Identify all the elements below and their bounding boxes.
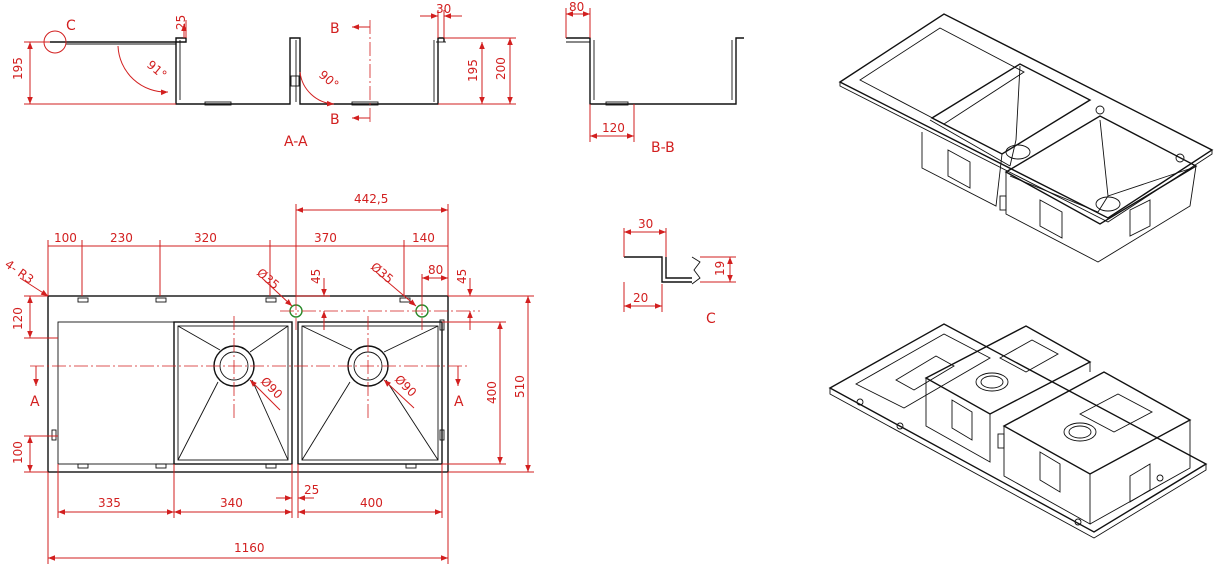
dim-45-left: 45: [309, 269, 323, 284]
dim-80: 80: [428, 263, 443, 277]
hole-label-left: Ø35: [254, 266, 282, 293]
drainboard-angle: 91°: [144, 58, 169, 82]
dim-100: 100: [54, 231, 77, 245]
drain-label-left: Ø90: [258, 374, 285, 401]
isometric-view-top: [838, 13, 1214, 263]
cut-marker-a-left: A: [30, 394, 40, 410]
cut-marker-a-right: A: [454, 394, 464, 410]
c-dim-bottom: 20: [633, 291, 648, 305]
isometric-view-bottom: [828, 323, 1208, 539]
dim-flange: 25: [174, 15, 188, 30]
dim-drain-offset: 30: [436, 2, 451, 16]
corner-radius: 4- R3: [2, 257, 36, 287]
dim-right-outer: 510: [513, 375, 527, 398]
hole-label-right: Ø35: [368, 260, 396, 287]
dim-25: 25: [304, 483, 319, 497]
section-bb-profile: [566, 37, 744, 105]
section-bb-title: B-B: [651, 140, 675, 156]
cut-marker-b-bottom: B: [330, 112, 340, 128]
bb-dim-top: 80: [569, 0, 584, 14]
bb-dim-bottom: 120: [602, 121, 625, 135]
dim-right-inner: 400: [485, 381, 499, 404]
detail-c-title: C: [706, 311, 716, 327]
bowl-left: [173, 321, 293, 465]
dim-overall: 200: [494, 57, 508, 80]
sink-outline: [47, 295, 449, 473]
wall-angle: 90°: [316, 68, 341, 92]
bowl-right: [297, 321, 443, 465]
dim-370: 370: [314, 231, 337, 245]
detail-c: 30 19 20 C: [623, 217, 736, 327]
bottom-dimensions: [47, 464, 449, 564]
dim-1160: 1160: [234, 541, 265, 555]
dim-400: 400: [360, 496, 383, 510]
dim-340: 340: [220, 496, 243, 510]
dim-140: 140: [412, 231, 435, 245]
cut-marker-b-top: B: [330, 21, 340, 37]
section-aa-profile: [50, 37, 445, 105]
section-aa-title: A-A: [284, 134, 308, 150]
c-dim-width: 30: [638, 217, 653, 231]
dim-left-top: 120: [11, 307, 25, 330]
c-dim-height: 19: [713, 261, 727, 276]
dim-bowl-depth: 195: [466, 59, 480, 82]
dim-320: 320: [194, 231, 217, 245]
dim-45-right: 45: [455, 269, 469, 284]
dim-442: 442,5: [354, 192, 388, 206]
detail-c-profile: [624, 256, 692, 283]
dim-335: 335: [98, 496, 121, 510]
dim-left-bottom: 100: [11, 441, 25, 464]
dim-total-height: 195: [11, 57, 25, 80]
plan-view: A A 4- R3 442,5 100 230 320 370 140 Ø35 …: [2, 192, 534, 564]
drainboard: [57, 321, 175, 465]
section-aa: C 91° 90° 195 25 30 195 200 B B A-A: [11, 2, 516, 150]
detail-c-marker: C: [66, 18, 76, 34]
dim-230: 230: [110, 231, 133, 245]
section-bb: 80 120 B-B: [565, 0, 744, 156]
mounting-clips: [51, 297, 445, 469]
